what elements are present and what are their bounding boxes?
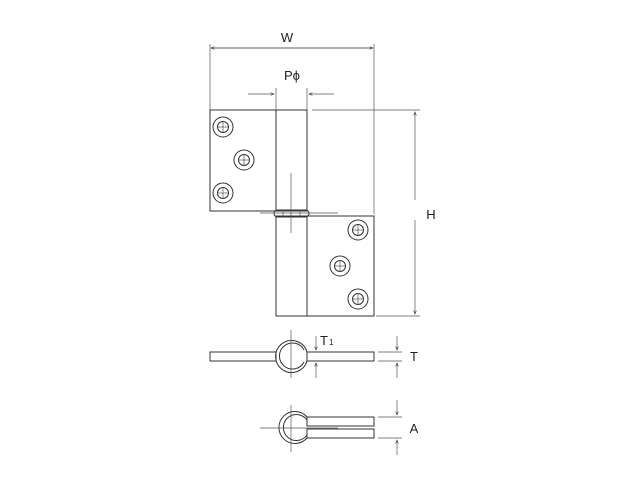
- upper-leaf: [209, 109, 277, 212]
- hinge-open-side-view: T1 T: [209, 330, 418, 378]
- lower-leaf: [306, 215, 375, 317]
- lower-knuckle: [275, 215, 308, 317]
- screw-hole-icon: [212, 182, 234, 204]
- screw-hole-icon: [233, 149, 255, 171]
- pin-diameter-dimension: Pϕ: [248, 68, 334, 110]
- hinge-front-view: [209, 109, 375, 317]
- screw-hole-icon: [329, 255, 351, 277]
- thickness-label: T: [410, 349, 418, 364]
- upper-knuckle: [275, 109, 308, 212]
- width-dimension: W: [209, 30, 375, 214]
- width-label: W: [281, 30, 294, 45]
- height-label: H: [426, 207, 435, 222]
- screw-hole-icon: [212, 116, 234, 138]
- hinge-closed-side-view: A: [260, 400, 419, 455]
- pin-diameter-label: Pϕ: [284, 68, 300, 83]
- t1-label: T1: [320, 333, 334, 348]
- screw-hole-icon: [347, 219, 369, 241]
- knuckle-joint: [273, 209, 310, 218]
- assembled-thickness-label: A: [410, 421, 419, 436]
- height-dimension: H: [312, 109, 436, 317]
- screw-hole-icon: [347, 288, 369, 310]
